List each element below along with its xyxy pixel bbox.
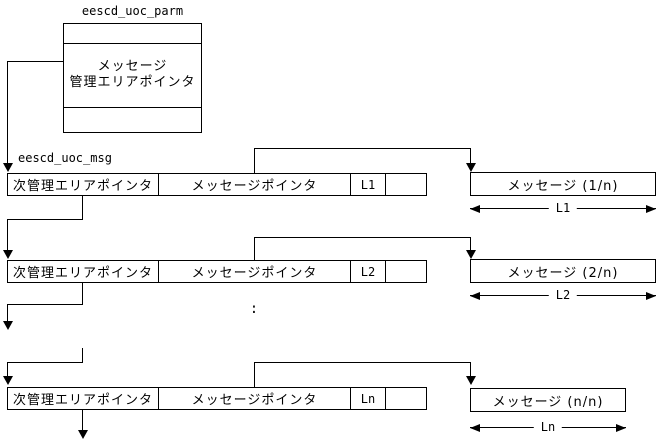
connector-line — [7, 304, 8, 322]
empty-cell — [385, 174, 426, 195]
next-pointer-cell: 次管理エリアポインタ — [12, 266, 153, 281]
connector-line — [7, 61, 8, 164]
connector-line — [82, 282, 83, 305]
connector-line — [254, 148, 255, 174]
length-cell: L1 — [350, 174, 385, 195]
arrow-left-icon — [470, 292, 480, 300]
arrow-left-icon — [470, 205, 480, 213]
arrow-down-icon — [78, 430, 88, 439]
message-mgmt-pointer-field: メッセージ 管理エリアポインタ — [64, 43, 201, 107]
connector-line — [82, 348, 83, 363]
connector-line — [7, 219, 83, 220]
msg-pointer-cell: メッセージポインタ — [158, 174, 350, 195]
connector-line — [254, 148, 471, 149]
next-pointer-cell: 次管理エリアポインタ — [12, 393, 153, 408]
arrow-down-icon — [466, 376, 476, 385]
record-row: 次管理エリアポインタ メッセージポインタ L1 — [7, 173, 427, 196]
next-pointer-cell: 次管理エリアポインタ — [12, 179, 153, 194]
field-text-line2: 管理エリアポインタ — [69, 75, 196, 90]
connector-line — [82, 409, 83, 431]
msg-struct-label: eescd_uoc_msg — [18, 151, 112, 165]
connector-line — [254, 237, 255, 261]
connector-line — [470, 237, 471, 251]
connector-line — [7, 362, 8, 377]
connector-line — [470, 148, 471, 164]
arrow-down-icon — [466, 163, 476, 172]
arrow-right-icon — [646, 205, 656, 213]
record-row: 次管理エリアポインタ メッセージポインタ Ln — [7, 387, 427, 410]
record-row: 次管理エリアポインタ メッセージポインタ L2 — [7, 260, 427, 283]
connector-line — [7, 219, 8, 251]
arrow-right-icon — [616, 424, 626, 432]
arrow-down-icon — [466, 250, 476, 259]
field-text-line1: メッセージ — [97, 59, 168, 74]
length-dimension: L1 — [470, 202, 656, 215]
length-dimension: Ln — [470, 421, 626, 434]
length-cell: Ln — [350, 388, 385, 409]
msg-pointer-cell: メッセージポインタ — [158, 388, 350, 409]
empty-cell — [385, 388, 426, 409]
dimension-label: L2 — [548, 289, 578, 302]
connector-line — [254, 362, 255, 388]
connector-line — [470, 362, 471, 377]
dimension-label: Ln — [533, 421, 563, 434]
parm-box: メッセージ 管理エリアポインタ — [63, 23, 202, 133]
arrow-down-icon — [3, 250, 13, 259]
length-dimension: L2 — [470, 289, 656, 302]
connector-line — [7, 362, 83, 363]
continuation-ellipsis: : — [249, 301, 259, 317]
msg-pointer-cell: メッセージポインタ — [158, 261, 350, 282]
connector-line — [7, 304, 83, 305]
arrow-right-icon — [646, 292, 656, 300]
connector-line — [7, 61, 64, 62]
divider-line — [64, 43, 201, 44]
message-box: メッセージ (2/n) — [470, 259, 656, 283]
dimension-label: L1 — [548, 202, 578, 215]
arrow-left-icon — [470, 424, 480, 432]
arrow-down-icon — [3, 163, 13, 172]
connector-line — [82, 195, 83, 220]
arrow-down-icon — [3, 321, 13, 330]
connector-line — [254, 237, 471, 238]
message-box: メッセージ (n/n) — [470, 388, 626, 412]
divider-line — [64, 107, 201, 108]
message-box: メッセージ (1/n) — [470, 172, 656, 196]
length-cell: L2 — [350, 261, 385, 282]
empty-cell — [385, 261, 426, 282]
arrow-down-icon — [3, 376, 13, 385]
parm-struct-label: eescd_uoc_parm — [81, 4, 184, 18]
connector-line — [254, 362, 471, 363]
